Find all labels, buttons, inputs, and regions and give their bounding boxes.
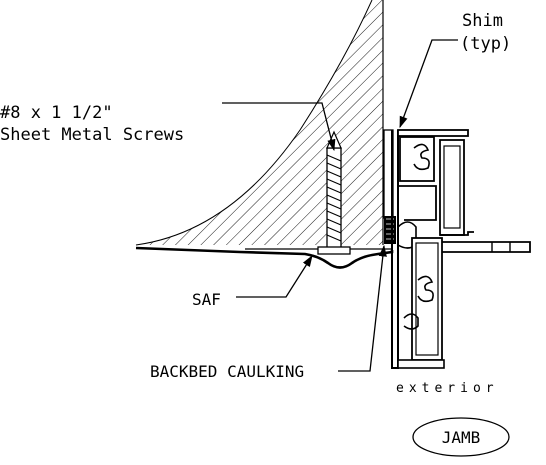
aluminum-frame-profile bbox=[391, 129, 531, 369]
saf-membrane bbox=[135, 246, 394, 269]
shim-typ-label: (typ) bbox=[460, 34, 511, 54]
screw-spec-label: #8 x 1 1/2" bbox=[0, 103, 113, 123]
exterior-label: exterior bbox=[396, 381, 499, 396]
leader-lines bbox=[222, 39, 458, 372]
screw-type-label: Sheet Metal Screws bbox=[0, 125, 184, 145]
shim-label: Shim bbox=[462, 11, 503, 31]
wall-substrate bbox=[135, 0, 384, 246]
backbed-caulking-bead bbox=[384, 216, 396, 244]
jamb-callout: JAMB bbox=[412, 417, 510, 457]
saf-label: SAF bbox=[192, 290, 221, 309]
jamb-label: JAMB bbox=[442, 428, 481, 447]
backbed-caulking-label: BACKBED CAULKING bbox=[150, 362, 304, 381]
